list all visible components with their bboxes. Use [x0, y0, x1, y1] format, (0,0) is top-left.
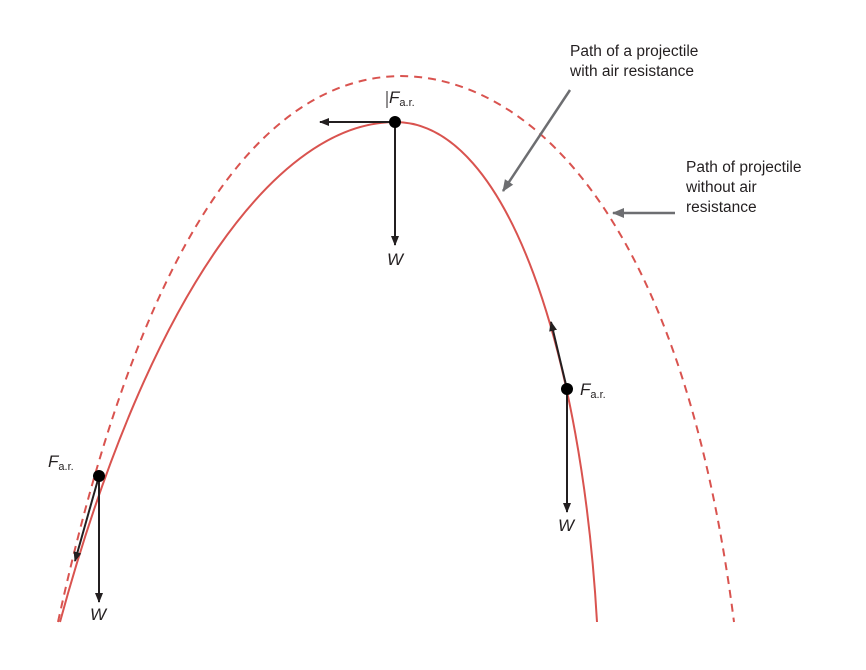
left-force-subscript: a.r.: [58, 461, 74, 473]
path-with-air-resistance: [59, 120, 598, 623]
left-point: [93, 470, 105, 482]
label-with-air-resistance: Path of a projectile with air resistance: [570, 42, 698, 82]
label-with-air-line-2: with air resistance: [570, 63, 695, 80]
top-force-symbol: F: [389, 88, 400, 107]
right-point: [561, 383, 573, 395]
left-force-symbol: F: [48, 452, 59, 471]
label-without-air-line-3: resistance: [686, 199, 757, 216]
right-weight-label: W: [558, 516, 574, 536]
label-without-air-resistance: Path of projectile without air resistanc…: [686, 158, 801, 218]
right-air-resistance-label: Fa.r.: [580, 380, 606, 405]
top-point: [389, 116, 401, 128]
top-air-resistance-label: Fa.r.: [389, 88, 415, 113]
top-weight-symbol: W: [387, 250, 404, 269]
label-without-air-line-1: Path of projectile: [686, 159, 802, 176]
right-weight-symbol: W: [558, 516, 575, 535]
right-force-symbol: F: [580, 380, 591, 399]
left-weight-symbol: W: [90, 605, 107, 624]
label-with-air-line-1: Path of a projectile: [570, 43, 699, 60]
top-weight-label: W: [387, 250, 403, 270]
right-air-resistance-arrow: [549, 321, 568, 390]
right-force-subscript: a.r.: [590, 389, 606, 401]
label-without-air-line-2: without air: [686, 179, 757, 196]
left-air-resistance-arrow: [73, 475, 100, 562]
pointer-arrow-with-air: [501, 89, 572, 192]
top-force-subscript: a.r.: [399, 97, 415, 109]
left-weight-label: W: [90, 605, 106, 625]
left-air-resistance-label: Fa.r.: [48, 452, 74, 477]
